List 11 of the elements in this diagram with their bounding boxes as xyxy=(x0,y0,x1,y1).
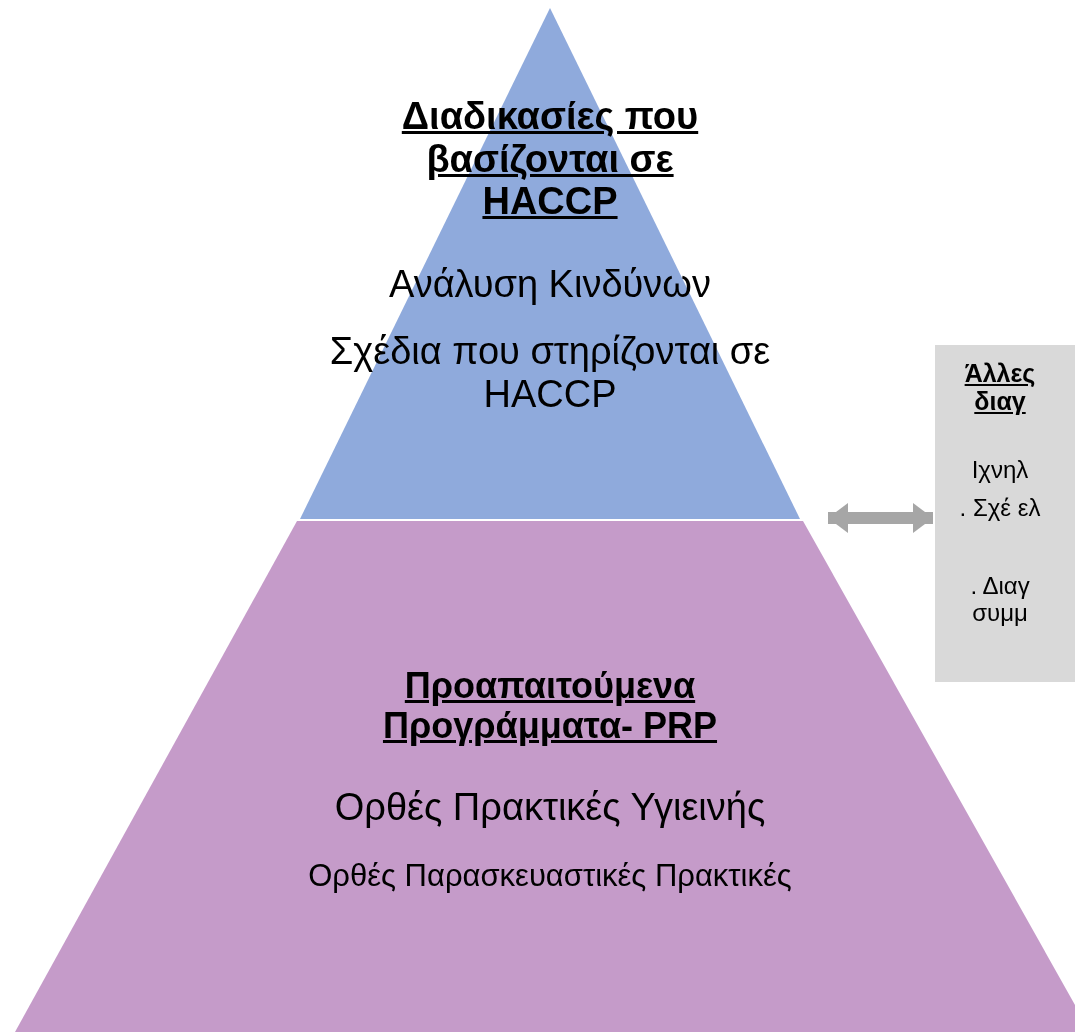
double-arrow xyxy=(828,503,933,533)
body-text: Σχέδια που στηρίζονται σε HACCP xyxy=(328,330,772,416)
heading: Διαδικασίες που βασίζονται σε HACCP xyxy=(400,95,700,223)
body-text: Ανάλυση Κινδύνων xyxy=(387,263,712,306)
body-text: . Σχέ ελ xyxy=(958,495,1042,522)
body-text: Ιχνηλ xyxy=(970,457,1030,484)
body-text: Ορθές Πρακτικές Υγιεινής xyxy=(333,786,767,829)
heading: Άλλες διαγ xyxy=(963,359,1037,415)
body-text: . Διαγ συμμ xyxy=(969,573,1031,627)
heading: Προαπαιτούμενα Προγράμματα- PRP xyxy=(381,666,719,747)
body-text: Ορθές Παρασκευαστικές Πρακτικές xyxy=(307,859,793,894)
